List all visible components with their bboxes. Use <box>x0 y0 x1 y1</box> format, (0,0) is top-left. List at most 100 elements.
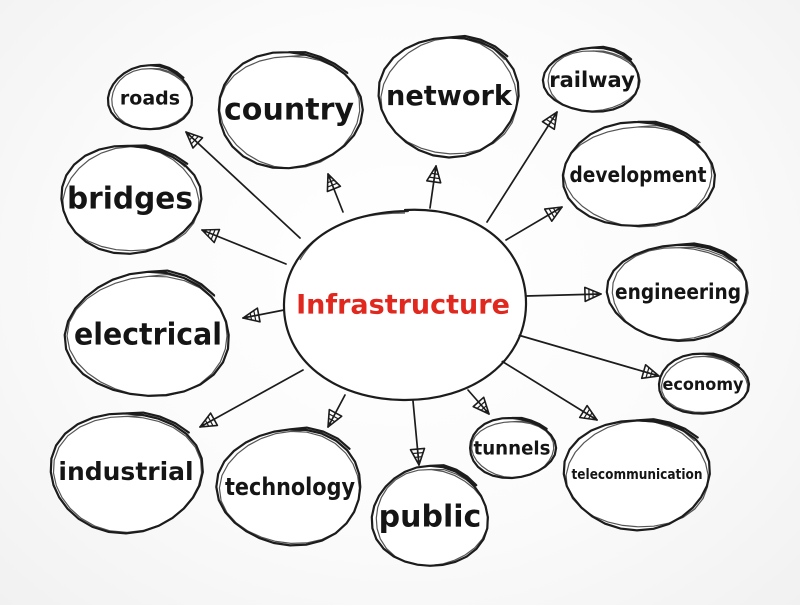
arrowhead-hatch-railway <box>552 113 557 117</box>
node-label-roads: roads <box>120 88 180 110</box>
arrowhead-technology <box>327 408 343 428</box>
node-bubble-sketch-country <box>219 54 361 170</box>
node-bubble-fill-economy <box>658 354 748 414</box>
node-label-engineering: engineering <box>615 280 741 304</box>
arrowhead-hatch-network <box>428 176 441 180</box>
arrowhead-hatch-electrical <box>246 314 248 320</box>
node-label-economy: economy <box>663 375 744 395</box>
arrowhead-hatch-telecommunication <box>592 415 596 420</box>
node-label-network: network <box>386 79 513 112</box>
node-telecommunication: telecommunication <box>562 418 711 532</box>
arrowhead-hatch-tunnels <box>484 409 489 413</box>
node-country: country <box>217 51 364 170</box>
connector-technology <box>327 394 346 428</box>
node-tunnels: tunnels <box>468 416 558 480</box>
node-engineering: engineering <box>605 242 749 343</box>
node-bubble-outline-network <box>377 34 520 159</box>
node-bubble-fill-technology <box>218 429 362 545</box>
arrowhead-hatch-roads <box>188 134 195 141</box>
node-bubble-sketch-telecommunication <box>565 419 709 528</box>
node-bubble-sketch-electrical <box>66 273 228 397</box>
node-bubble-fill-bridges <box>60 145 200 253</box>
node-label-tunnels: tunnels <box>474 438 551 460</box>
arrowhead-hatch-technology <box>328 417 336 423</box>
node-development: development <box>561 120 717 228</box>
connector-country <box>327 173 344 213</box>
arrowhead-hatch-industrial <box>207 416 214 427</box>
nodes-layer: roads country network railway development bri… <box>49 34 751 567</box>
arrowhead-hatch-telecommunication <box>587 412 593 420</box>
arrowhead-hatch-industrial <box>202 422 205 428</box>
connector-roads <box>185 131 301 239</box>
arrowhead-hatch-economy <box>649 369 653 378</box>
node-bubble-fill-country <box>217 52 361 168</box>
node-label-public: public <box>379 500 482 535</box>
node-bubble-sketch-bridges <box>62 145 200 252</box>
node-bubble-outline-bridges <box>60 144 203 255</box>
node-bubble-sketch-tunnels <box>471 420 555 479</box>
arrowhead-hatch-public <box>414 456 423 458</box>
arrowhead-hatch-roads <box>187 132 191 137</box>
node-bridges: bridges <box>60 144 203 255</box>
node-bubble-outline-economy <box>657 352 751 415</box>
arrowhead-hatch-tunnels <box>480 405 487 411</box>
connector-layer <box>185 111 660 466</box>
arrowhead-hatch-country <box>326 182 338 188</box>
node-economy: economy <box>657 352 751 415</box>
center-bubble-stroke <box>299 212 406 261</box>
arrowhead-hatch-development <box>552 207 558 215</box>
connector-network <box>429 165 437 209</box>
node-bubble-outline-telecommunication <box>562 418 711 532</box>
node-bubble-sketch-engineering <box>611 246 749 341</box>
arrowhead-hatch-network <box>430 172 439 175</box>
node-label-telecommunication: telecommunication <box>572 467 703 483</box>
node-bubble-fill-public <box>372 467 488 567</box>
node-bubble-sketch-development <box>563 124 713 228</box>
connector-bridges <box>201 229 287 265</box>
arrowhead-hatch-bridges <box>210 229 216 240</box>
connector-public <box>412 400 420 466</box>
arrowhead-hatch-development <box>548 208 555 219</box>
node-bubble-fill-telecommunication <box>564 419 710 529</box>
node-bubble-fill-engineering <box>608 244 748 340</box>
arrowhead-hatch-country <box>327 179 335 184</box>
node-bubble-sketch-railway <box>547 50 641 112</box>
arrowhead-hatch-network <box>433 169 438 171</box>
arrowhead-hatch-bridges <box>204 229 207 234</box>
arrowhead-hatch-telecommunication <box>583 408 591 419</box>
arrowhead-hatch-electrical <box>249 312 253 321</box>
node-bubble-sketch-network <box>380 36 518 155</box>
center-bubble-fill <box>285 210 525 400</box>
node-public: public <box>370 464 489 567</box>
connector-economy <box>517 334 660 377</box>
connector-telecommunication <box>499 359 598 421</box>
node-electrical: electrical <box>63 269 230 397</box>
node-network: network <box>377 34 520 159</box>
center-bubble-outline <box>282 208 528 402</box>
node-bubble-fill-industrial <box>50 412 202 532</box>
node-bubble-fill-tunnels <box>469 418 555 478</box>
node-bubble-sketch-public <box>375 468 489 567</box>
node-bubble-outline-industrial <box>49 411 204 535</box>
arrowhead-hatch-industrial <box>204 419 210 427</box>
node-bubble-sketch-roads <box>111 67 193 130</box>
connector-electrical <box>242 309 285 319</box>
center-node: Infrastructure <box>282 208 528 402</box>
node-bubble-outline-technology <box>215 426 362 547</box>
node-label-railway: railway <box>549 68 635 92</box>
arrowhead-hatch-electrical <box>253 309 257 322</box>
arrowhead-hatch-bridges <box>207 229 212 237</box>
arrowhead-hatch-public <box>412 452 424 455</box>
arrowhead-hatch-technology <box>328 413 339 420</box>
node-label-technology: technology <box>225 473 355 501</box>
node-label-bridges: bridges <box>67 182 193 217</box>
connector-development <box>505 206 563 241</box>
connector-railway <box>486 111 558 223</box>
arrowhead-hatch-railway <box>549 116 557 122</box>
node-bubble-fill-development <box>562 123 714 227</box>
node-bubble-sketch-economy <box>660 355 749 414</box>
arrowhead-hatch-technology <box>327 422 332 425</box>
node-label-country: country <box>224 93 354 128</box>
